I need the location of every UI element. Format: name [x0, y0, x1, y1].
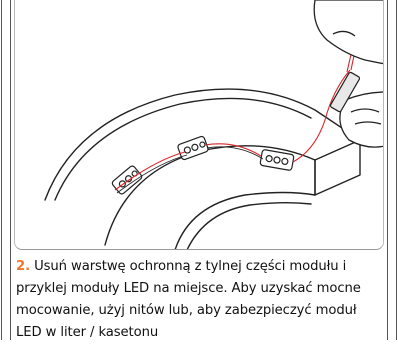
step-text: Usuń warstwę ochronną z tylnej części mo… — [16, 259, 361, 340]
installation-illustration — [14, 0, 384, 250]
left-margin-rule — [1, 0, 11, 340]
step-number: 2. — [16, 259, 30, 274]
led-module-line-drawing — [15, 0, 384, 250]
red-wires — [115, 20, 363, 190]
led-module-1 — [111, 165, 143, 195]
channel-bottom-edge — [175, 193, 315, 251]
instruction-caption: 2. Usuń warstwę ochronną z tylnej części… — [16, 256, 382, 344]
led-module-3 — [260, 149, 294, 170]
led-module-chain — [111, 136, 294, 195]
channel-end-face — [315, 140, 360, 195]
right-margin-rule — [387, 0, 397, 340]
